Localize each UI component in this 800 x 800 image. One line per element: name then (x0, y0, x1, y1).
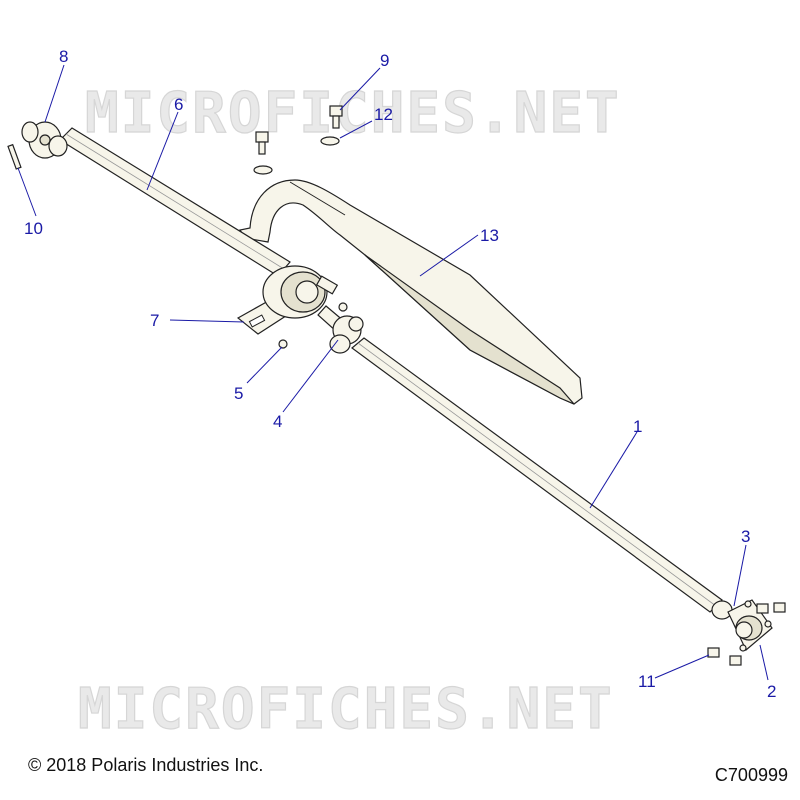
callout-11: 11 (638, 672, 656, 691)
watermark-bottom: MICROFICHES.NET (78, 677, 614, 742)
callout-10: 10 (24, 219, 43, 238)
mounting-bolts-top (255, 105, 343, 155)
callout-4: 4 (273, 412, 282, 431)
leader-lines (17, 64, 769, 681)
callout-8: 8 (59, 47, 68, 66)
heat-shield-bracket (239, 136, 583, 405)
output-flange (711, 599, 773, 652)
carrier-bearing (236, 265, 339, 335)
callout-12: 12 (374, 105, 393, 124)
u-joint-front (21, 121, 68, 159)
watermark-top: MICROFICHES.NET (85, 81, 621, 146)
callout-1: 1 (633, 417, 642, 436)
diagram-code: C700999 (714, 765, 788, 785)
flange-bolts (707, 602, 786, 666)
callout-3: 3 (741, 527, 750, 546)
callout-13: 13 (480, 226, 499, 245)
callout-9: 9 (380, 51, 389, 70)
grease-fitting-2 (338, 302, 348, 312)
callout-5: 5 (234, 384, 243, 403)
front-drive-shaft (351, 337, 723, 613)
roll-pin (7, 143, 22, 170)
copyright-notice: © 2018 Polaris Industries Inc. (28, 755, 264, 775)
callout-2: 2 (767, 682, 776, 701)
rear-drive-shaft (59, 127, 291, 277)
callout-7: 7 (150, 311, 159, 330)
callout-6: 6 (174, 95, 183, 114)
grease-fitting (278, 339, 288, 349)
center-u-joint (317, 305, 364, 354)
